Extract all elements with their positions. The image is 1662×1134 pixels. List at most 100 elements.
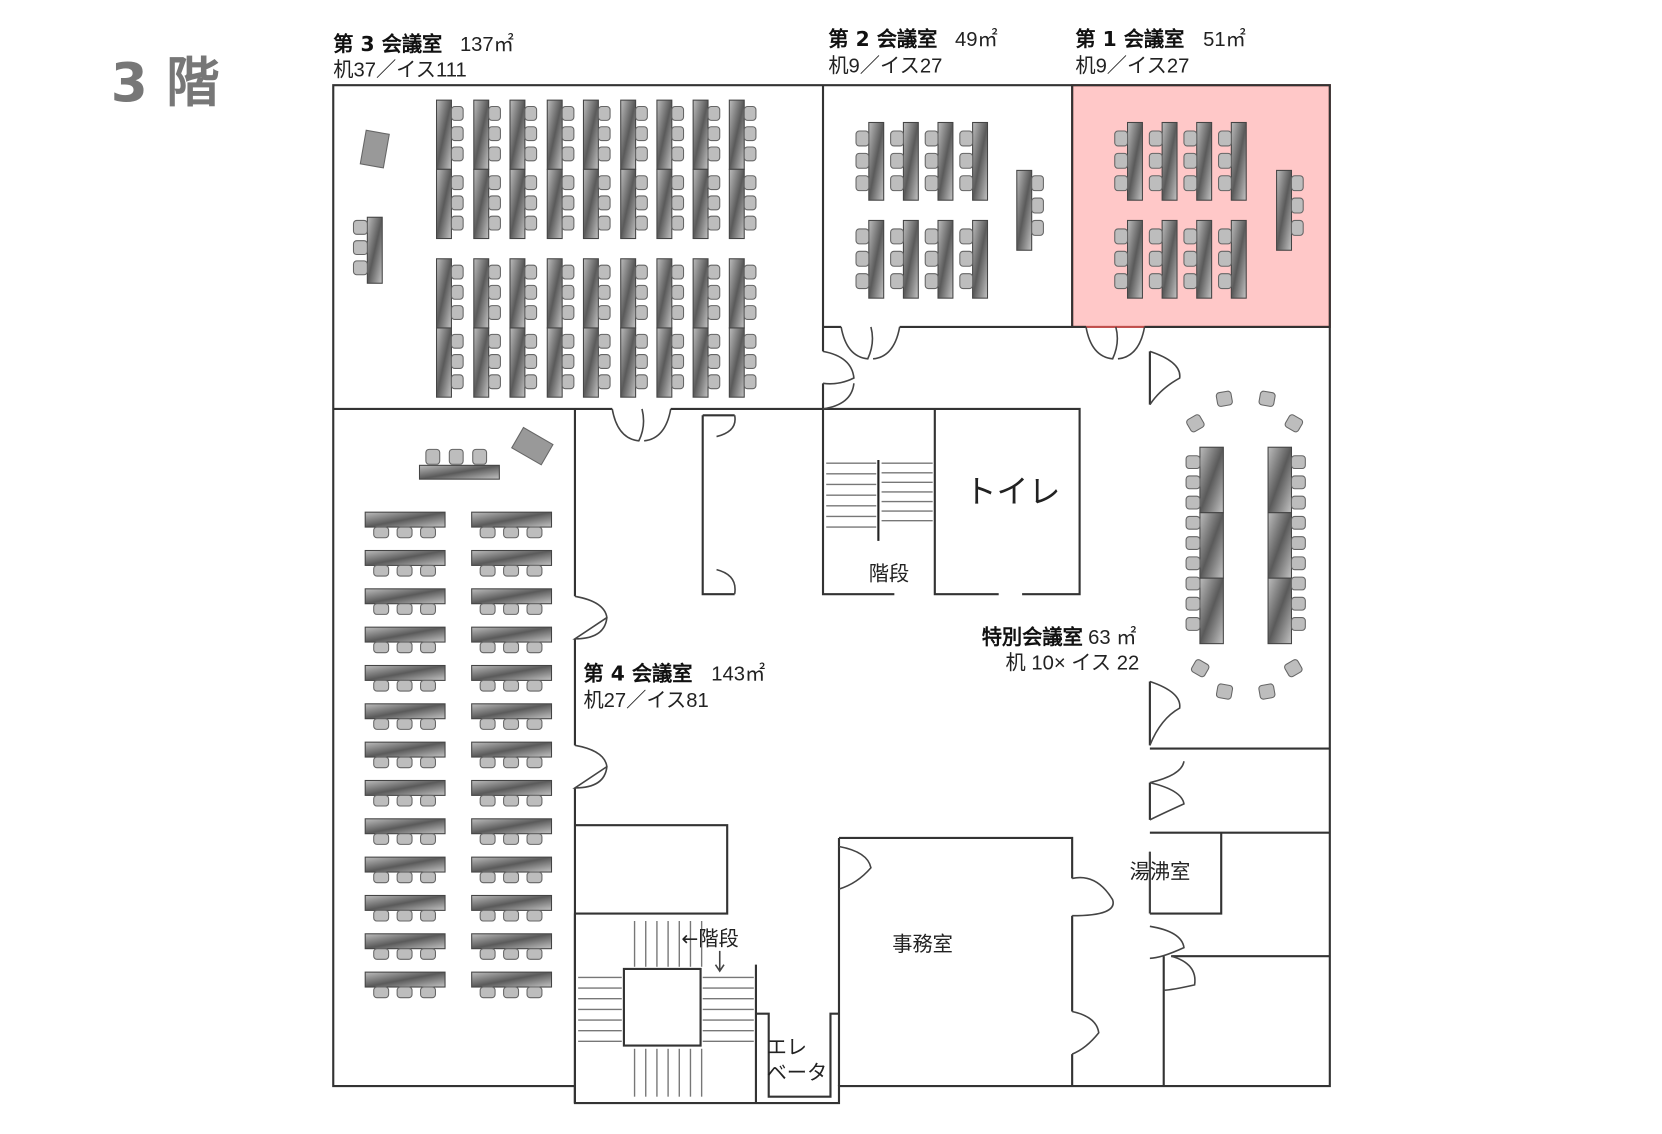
chair — [524, 146, 538, 162]
chair — [420, 564, 436, 577]
chair — [743, 354, 757, 369]
chair — [561, 333, 575, 349]
chair — [1185, 576, 1201, 591]
chair — [707, 305, 721, 320]
chair — [1114, 250, 1129, 267]
chair — [352, 240, 368, 256]
toilet-label: トイレ — [965, 473, 1061, 511]
chair — [352, 260, 368, 276]
chair — [707, 105, 721, 121]
chair — [1114, 152, 1129, 169]
chair — [420, 756, 436, 769]
chair — [924, 130, 939, 147]
desk — [1230, 219, 1247, 299]
desk — [546, 99, 563, 170]
chair — [526, 871, 543, 884]
chair — [1218, 228, 1232, 245]
chair — [597, 126, 611, 142]
chair — [1183, 250, 1198, 267]
room1-area: 51㎡ — [1203, 27, 1246, 51]
chair — [1258, 683, 1276, 700]
room4-label: 第 4 会議室 143㎡ 机27／イス81 — [583, 661, 765, 712]
chair — [890, 130, 904, 147]
chair — [1183, 175, 1198, 192]
desk — [471, 779, 553, 796]
chair — [420, 718, 436, 730]
chair — [561, 215, 575, 231]
chair — [597, 146, 611, 162]
chair — [1290, 455, 1306, 470]
desk — [471, 818, 553, 835]
chair — [1148, 250, 1163, 267]
desk — [1199, 446, 1224, 514]
chair — [420, 948, 436, 960]
chair — [526, 526, 543, 539]
desk — [902, 219, 919, 299]
chair — [707, 354, 721, 369]
chair — [396, 986, 413, 999]
chair — [396, 948, 413, 960]
special-room-name: 特別会議室 — [982, 625, 1083, 649]
desk — [366, 216, 383, 284]
chair — [524, 305, 538, 320]
chair — [420, 986, 436, 999]
room2-area: 49㎡ — [955, 27, 998, 51]
chair — [635, 195, 648, 211]
desk — [364, 894, 446, 911]
desk — [364, 779, 446, 796]
chair — [488, 354, 501, 369]
chair — [450, 333, 464, 349]
chair — [1114, 175, 1129, 192]
desk — [364, 818, 446, 835]
desk — [509, 99, 526, 170]
chair — [524, 333, 538, 349]
chair — [524, 215, 538, 231]
desk — [868, 121, 885, 201]
desk — [471, 703, 553, 720]
chair — [890, 152, 904, 169]
desk — [656, 258, 673, 329]
chair — [1290, 576, 1306, 591]
desk — [692, 168, 709, 240]
room2-label: 第 2 会議室 49㎡ 机9／イス27 — [828, 27, 997, 78]
chair — [524, 374, 538, 390]
chair — [635, 284, 648, 300]
desk — [473, 327, 490, 398]
desk — [582, 168, 599, 240]
desk — [620, 99, 637, 170]
desk — [364, 703, 446, 720]
chair — [1290, 515, 1306, 530]
chair — [924, 228, 939, 245]
chair — [1258, 390, 1276, 407]
stairs-lower — [578, 921, 754, 1097]
chair — [503, 603, 520, 615]
desk — [1161, 121, 1178, 201]
chair — [479, 718, 496, 730]
chair — [597, 374, 611, 390]
chair — [743, 333, 757, 349]
chair — [450, 305, 464, 320]
desk — [509, 258, 526, 329]
chair — [373, 833, 390, 845]
chair — [1218, 250, 1232, 267]
special-room-capacity: 机 10× イス 22 — [1006, 652, 1140, 675]
chair — [479, 794, 496, 807]
desk — [471, 741, 553, 758]
special-room-label: 特別会議室 63 ㎡ 机 10× イス 22 — [982, 625, 1140, 675]
chair — [524, 354, 538, 369]
chair — [479, 909, 496, 922]
chair — [561, 105, 575, 121]
desk — [1016, 169, 1033, 251]
chair — [425, 448, 441, 465]
chair — [635, 215, 648, 231]
desk — [471, 588, 553, 605]
desk — [1230, 121, 1247, 201]
chair — [450, 126, 464, 142]
special-room-area: 63 ㎡ — [1088, 625, 1136, 649]
chair — [396, 564, 413, 577]
chair — [526, 986, 543, 999]
chair — [526, 794, 543, 807]
desk — [471, 894, 553, 911]
desk — [728, 99, 745, 170]
chair — [743, 146, 757, 162]
